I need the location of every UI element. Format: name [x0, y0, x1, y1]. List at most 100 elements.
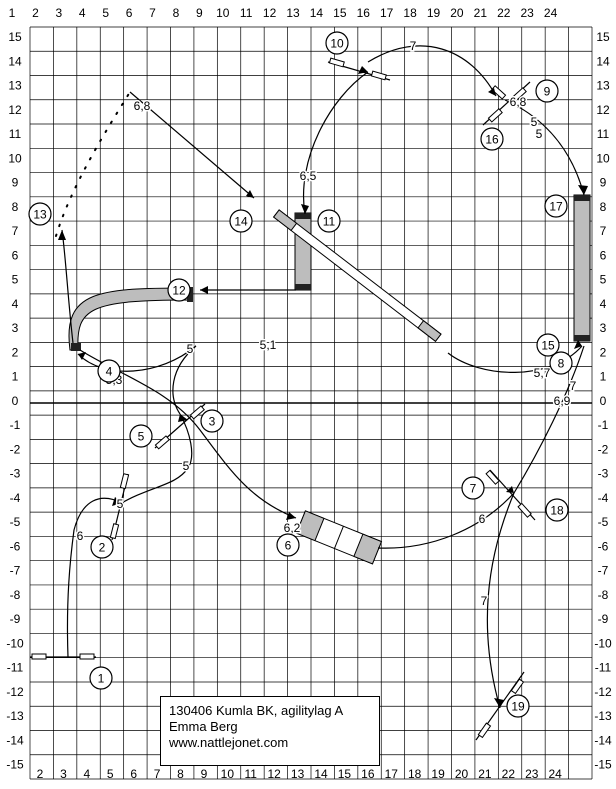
- distance-label: 6: [479, 512, 486, 526]
- col-label-bottom: 7: [154, 767, 161, 781]
- distance-label: 5: [531, 115, 538, 129]
- row-label-left: -14: [6, 733, 24, 747]
- row-label-right: 5: [600, 273, 607, 287]
- svg-text:2: 2: [99, 540, 106, 554]
- row-label-right: 1: [600, 370, 607, 384]
- obstacle-number-16: 16: [480, 127, 504, 151]
- row-label-right: -13: [594, 709, 612, 723]
- obstacle-number-18: 18: [545, 498, 569, 522]
- svg-text:1: 1: [98, 671, 105, 685]
- row-label-right: -4: [598, 491, 609, 505]
- col-label-bottom: 12: [267, 767, 281, 781]
- distance-label: 5,1: [260, 338, 277, 352]
- row-label-right: 15: [596, 30, 610, 44]
- row-label-left: 12: [8, 103, 22, 117]
- col-label-bottom: 4: [83, 767, 90, 781]
- col-label-top: 15: [333, 6, 347, 20]
- distance-label: 5: [536, 127, 543, 141]
- info-line-2: Emma Berg: [169, 719, 238, 734]
- col-label-top: 20: [450, 6, 464, 20]
- row-label-right: -1: [598, 418, 609, 432]
- col-label-top: 17: [380, 6, 394, 20]
- row-label-right: -2: [598, 442, 609, 456]
- info-line-3: www.nattlejonet.com: [169, 735, 289, 750]
- info-line-1: 130406 Kumla BK, agilitylag A: [169, 703, 344, 718]
- col-label-top: 24: [544, 6, 558, 20]
- row-label-left: -3: [10, 467, 21, 481]
- col-label-top: 12: [263, 6, 277, 20]
- jump-9-16: [482, 81, 531, 126]
- row-label-right: -8: [598, 588, 609, 602]
- svg-text:9: 9: [544, 84, 551, 98]
- distance-label: 5: [187, 342, 194, 356]
- obstacle-number-8: 8: [549, 351, 573, 375]
- distance-label: 6,8: [510, 95, 527, 109]
- col-label-bottom: 20: [455, 767, 469, 781]
- col-label-bottom: 6: [130, 767, 137, 781]
- col-label-top: 4: [79, 6, 86, 20]
- row-label-left: 7: [12, 224, 19, 238]
- row-label-left: 1: [12, 370, 19, 384]
- svg-text:13: 13: [33, 207, 47, 221]
- distance-label: 6,2: [284, 521, 301, 535]
- svg-text:4: 4: [106, 364, 113, 378]
- row-label-left: -12: [6, 685, 24, 699]
- col-label-bottom: 14: [314, 767, 328, 781]
- obstacle-number-3: 3: [200, 409, 224, 433]
- row-label-left: 6: [12, 248, 19, 262]
- row-label-left: -8: [10, 588, 21, 602]
- obstacle-number-11: 11: [317, 209, 341, 233]
- col-label-bottom: 18: [408, 767, 422, 781]
- jump-10: [327, 57, 391, 81]
- row-label-left: 8: [12, 200, 19, 214]
- row-label-left: -9: [10, 612, 21, 626]
- jump-1: [30, 653, 96, 660]
- col-label-top: 19: [427, 6, 441, 20]
- row-label-left: 11: [9, 127, 22, 141]
- col-label-bottom: 24: [548, 767, 562, 781]
- col-label-top: 11: [240, 6, 253, 20]
- distance-label: 6,8: [134, 99, 151, 113]
- row-label-right: 2: [600, 345, 607, 359]
- svg-text:16: 16: [485, 132, 499, 146]
- row-label-left: 3: [12, 321, 19, 335]
- col-label-top: 13: [286, 6, 300, 20]
- row-label-left: 15: [8, 30, 22, 44]
- svg-text:8: 8: [558, 356, 565, 370]
- row-label-right: 9: [600, 176, 607, 190]
- course-info-box: 130406 Kumla BK, agilitylag A Emma Berg …: [160, 696, 380, 766]
- row-label-right: -12: [594, 685, 612, 699]
- jump-2: [109, 473, 130, 541]
- distance-label: 5,7: [534, 366, 551, 380]
- col-label-top: 1: [9, 6, 16, 20]
- row-label-left: -6: [10, 539, 21, 553]
- row-label-left: -4: [10, 491, 21, 505]
- row-label-left: -7: [10, 564, 21, 578]
- svg-text:12: 12: [172, 283, 186, 297]
- row-label-left: 10: [8, 151, 22, 165]
- col-label-bottom: 8: [177, 767, 184, 781]
- row-label-left: 9: [12, 176, 19, 190]
- svg-text:11: 11: [323, 214, 336, 228]
- col-label-bottom: 10: [221, 767, 235, 781]
- row-label-left: 5: [12, 273, 19, 287]
- svg-text:6: 6: [285, 538, 292, 552]
- row-label-right: -6: [598, 539, 609, 553]
- col-label-top: 2: [32, 6, 39, 20]
- svg-text:10: 10: [330, 36, 344, 50]
- grid-lines: [29, 26, 593, 780]
- row-label-left: -1: [10, 418, 21, 432]
- col-label-top: 16: [357, 6, 371, 20]
- distance-label: 7: [410, 39, 417, 53]
- col-label-bottom: 3: [60, 767, 67, 781]
- col-label-bottom: 11: [245, 767, 258, 781]
- col-label-top: 3: [55, 6, 62, 20]
- obstacle-number-5: 5: [129, 424, 153, 448]
- col-label-top: 8: [173, 6, 180, 20]
- row-label-right: -14: [594, 733, 612, 747]
- row-label-right: 12: [596, 103, 610, 117]
- obstacle-number-1: 1: [89, 666, 113, 690]
